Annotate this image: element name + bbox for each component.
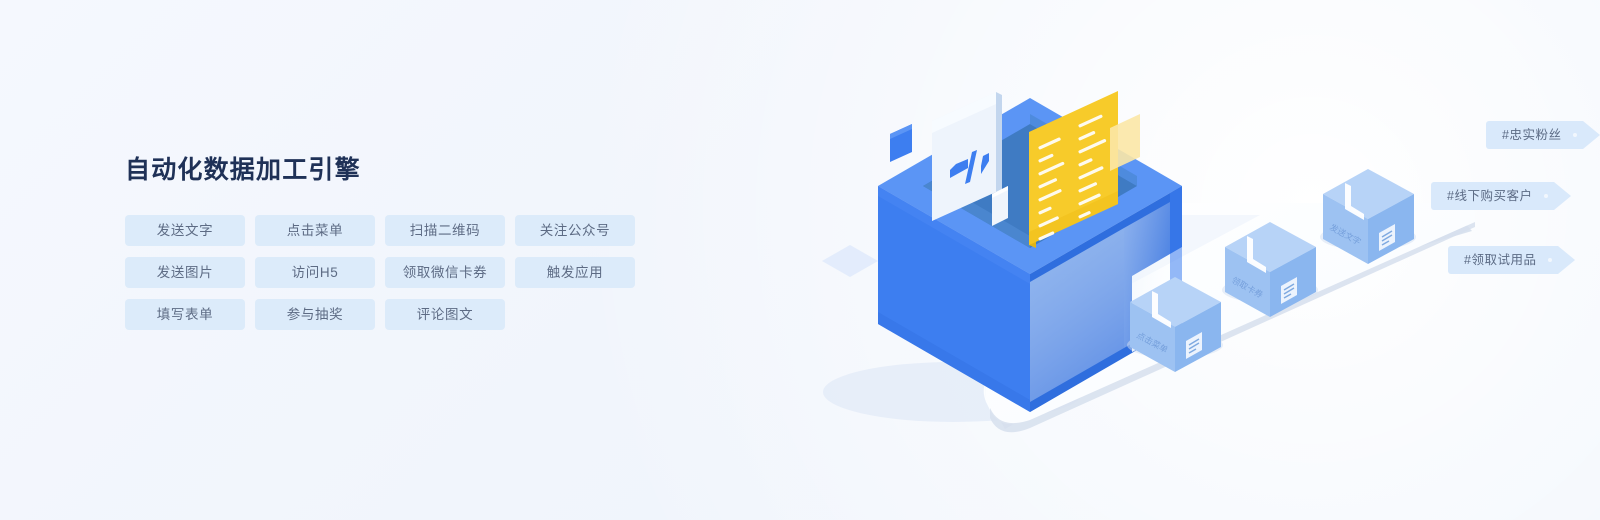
tag-hole-icon <box>1548 258 1553 262</box>
chip-trigger-app[interactable]: 触发应用 <box>515 257 635 288</box>
hashtag-label: #线下购买客户 <box>1447 189 1533 203</box>
parcel-box: 发送文字 <box>1320 169 1416 264</box>
chip-visit-h5[interactable]: 访问H5 <box>255 257 375 288</box>
chip-send-image[interactable]: 发送图片 <box>125 257 245 288</box>
hashtag-label: #领取试用品 <box>1464 253 1537 267</box>
pale-blue-diamond-icon <box>822 245 878 277</box>
hashtag-label: #忠实粉丝 <box>1502 128 1562 142</box>
trigger-chip-grid: 发送文字 点击菜单 扫描二维码 关注公众号 发送图片 访问H5 领取微信卡券 触… <box>125 215 655 330</box>
hashtag-sample-claimers[interactable]: #领取试用品 <box>1448 246 1576 274</box>
chip-fill-form[interactable]: 填写表单 <box>125 299 245 330</box>
tag-hole-icon <box>1573 133 1578 137</box>
tag-point-icon <box>1554 182 1572 210</box>
small-blue-square-icon <box>890 124 912 162</box>
left-content-panel: 自动化数据加工引擎 发送文字 点击菜单 扫描二维码 关注公众号 发送图片 访问H… <box>125 155 655 330</box>
chip-follow-account[interactable]: 关注公众号 <box>515 215 635 246</box>
chip-click-menu[interactable]: 点击菜单 <box>255 215 375 246</box>
code-glyph-card <box>932 92 1002 221</box>
small-white-card <box>992 186 1008 226</box>
chip-send-text[interactable]: 发送文字 <box>125 215 245 246</box>
chip-claim-card[interactable]: 领取微信卡券 <box>385 257 505 288</box>
chip-scan-qrcode[interactable]: 扫描二维码 <box>385 215 505 246</box>
parcel-box: 点击菜单 <box>1127 277 1223 372</box>
page-title: 自动化数据加工引擎 <box>125 156 361 184</box>
tag-hole-icon <box>1544 194 1549 198</box>
chip-comment-article[interactable]: 评论图文 <box>385 299 505 330</box>
parcel-box: 领取卡券 <box>1222 222 1318 317</box>
isometric-illustration: 点击菜单 领取卡券 <box>700 0 1600 520</box>
chip-join-lottery[interactable]: 参与抽奖 <box>255 299 375 330</box>
tag-point-icon <box>1583 121 1600 149</box>
yellow-code-card <box>1029 91 1118 248</box>
tag-point-icon <box>1558 246 1576 274</box>
pale-yellow-square-icon <box>1110 114 1140 171</box>
hashtag-loyal-fans[interactable]: #忠实粉丝 <box>1486 121 1600 149</box>
hashtag-offline-buyers[interactable]: #线下购买客户 <box>1431 182 1572 210</box>
